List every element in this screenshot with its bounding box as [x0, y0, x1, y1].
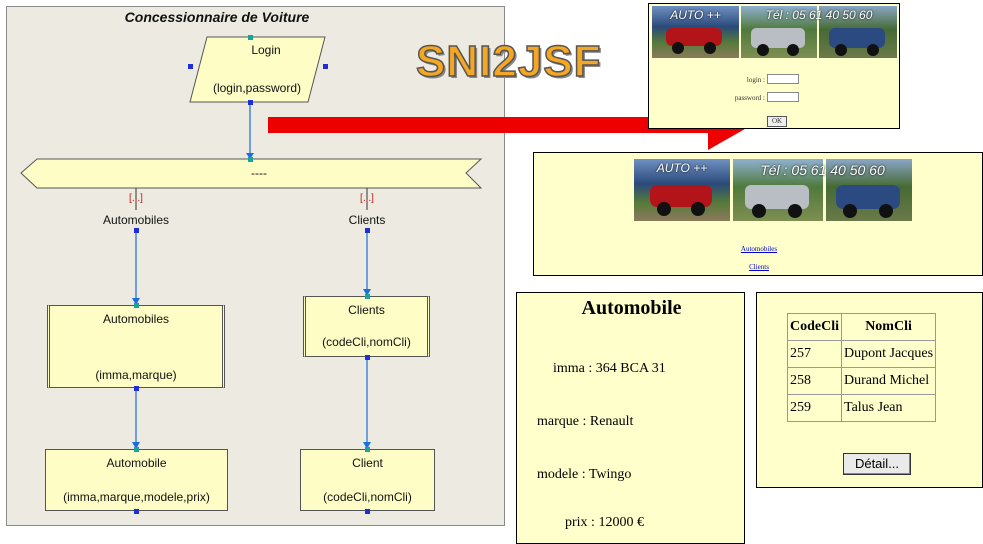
- branch-condition-automobiles: [...]: [129, 193, 143, 204]
- menu-link-clients[interactable]: Clients: [749, 263, 769, 271]
- automobile-node-params: (imma,marque,modele,prix): [63, 490, 210, 504]
- clients-node-params: (codeCli,nomCli): [322, 335, 411, 349]
- login-node-title: Login: [251, 43, 281, 57]
- client-node-params: (codeCli,nomCli): [323, 490, 412, 504]
- automobiles-node-params: (imma,marque): [95, 368, 177, 382]
- login-node-shape: [189, 36, 326, 103]
- cell-nomcli: Talus Jean: [840, 394, 937, 422]
- field-imma: imma : 364 BCA 31: [553, 361, 666, 376]
- menu-link-automobiles[interactable]: Automobiles: [740, 245, 778, 253]
- brand-text-2: AUTO ++: [656, 161, 708, 175]
- car-photo-silver: [741, 6, 817, 58]
- branch-label-automobiles: Automobiles: [102, 213, 170, 227]
- field-prix: prix : 12000 €: [565, 515, 644, 530]
- ok-button[interactable]: OK: [767, 116, 787, 127]
- menu-node-label: ----: [251, 166, 267, 180]
- cell-codecli: 259: [787, 394, 842, 422]
- car-photo-silver-2: [733, 159, 823, 221]
- automobiles-node: Automobiles (imma,marque): [47, 305, 225, 388]
- client-node-title: Client: [352, 456, 383, 470]
- car-photo-blue: [819, 6, 897, 58]
- cell-nomcli: Dupont Jacques: [840, 340, 937, 368]
- flow-diagram: Concessionnaire de Voiture Login (login,…: [6, 6, 505, 526]
- field-modele: modele : Twingo: [537, 467, 632, 482]
- branch-condition-clients: [...]: [360, 193, 374, 204]
- car-photo-blue-2: [826, 159, 912, 221]
- diagram-title: Concessionnaire de Voiture: [124, 9, 310, 25]
- sni2jsf-banner: SNI2JSF: [415, 37, 602, 86]
- phone-text-2: Tél : 05 61 40 50 60: [760, 162, 885, 178]
- header-codecli: CodeCli: [787, 313, 842, 341]
- password-input[interactable]: [767, 92, 799, 102]
- header-nomcli: NomCli: [840, 313, 937, 341]
- table-row[interactable]: 259 Talus Jean: [787, 394, 937, 422]
- automobile-node-title: Automobile: [106, 456, 167, 470]
- table-row[interactable]: 257 Dupont Jacques: [787, 340, 937, 368]
- brand-text: AUTO ++: [670, 8, 721, 22]
- car-photo-red-2: AUTO ++: [634, 159, 730, 221]
- red-arrow-shape: [268, 100, 752, 150]
- automobile-node: Automobile (imma,marque,modele,prix): [45, 449, 228, 511]
- phone-text: Tél : 05 61 40 50 60: [765, 8, 873, 22]
- login-label: login :: [746, 76, 765, 84]
- cell-codecli: 258: [787, 367, 842, 395]
- menu-page-screenshot: AUTO ++ Tél : 05 61 40 50 60 Automobiles…: [533, 152, 983, 276]
- clients-page-screenshot: CodeCli NomCli 257 Dupont Jacques 258 Du…: [756, 292, 983, 488]
- automobiles-node-title: Automobiles: [102, 312, 170, 326]
- table-header-row: CodeCli NomCli: [787, 313, 937, 341]
- field-marque: marque : Renault: [537, 414, 634, 429]
- login-input[interactable]: [767, 74, 799, 84]
- menu-node-shape: [20, 158, 483, 189]
- branch-label-clients: Clients: [348, 213, 386, 227]
- cell-nomcli: Durand Michel: [840, 367, 937, 395]
- table-row[interactable]: 258 Durand Michel: [787, 367, 937, 395]
- automobile-heading: Automobile: [581, 297, 682, 319]
- car-photo-red: AUTO ++: [652, 6, 739, 58]
- cell-codecli: 257: [787, 340, 842, 368]
- automobile-page-screenshot: Automobile imma : 364 BCA 31 marque : Re…: [516, 292, 745, 544]
- detail-button[interactable]: Détail...: [843, 453, 911, 475]
- client-node: Client (codeCli,nomCli): [300, 449, 435, 511]
- clients-node: Clients (codeCli,nomCli): [303, 296, 430, 357]
- clients-node-title: Clients: [348, 303, 385, 317]
- login-node-params: (login,password): [212, 81, 302, 95]
- password-label: password :: [734, 94, 765, 102]
- diagram-connectors: [20, 36, 483, 449]
- login-page-screenshot: AUTO ++ Tél : 05 61 40 50 60 login : pas…: [648, 3, 900, 129]
- transform-arrow: [268, 100, 752, 150]
- clients-table: CodeCli NomCli 257 Dupont Jacques 258 Du…: [787, 313, 937, 422]
